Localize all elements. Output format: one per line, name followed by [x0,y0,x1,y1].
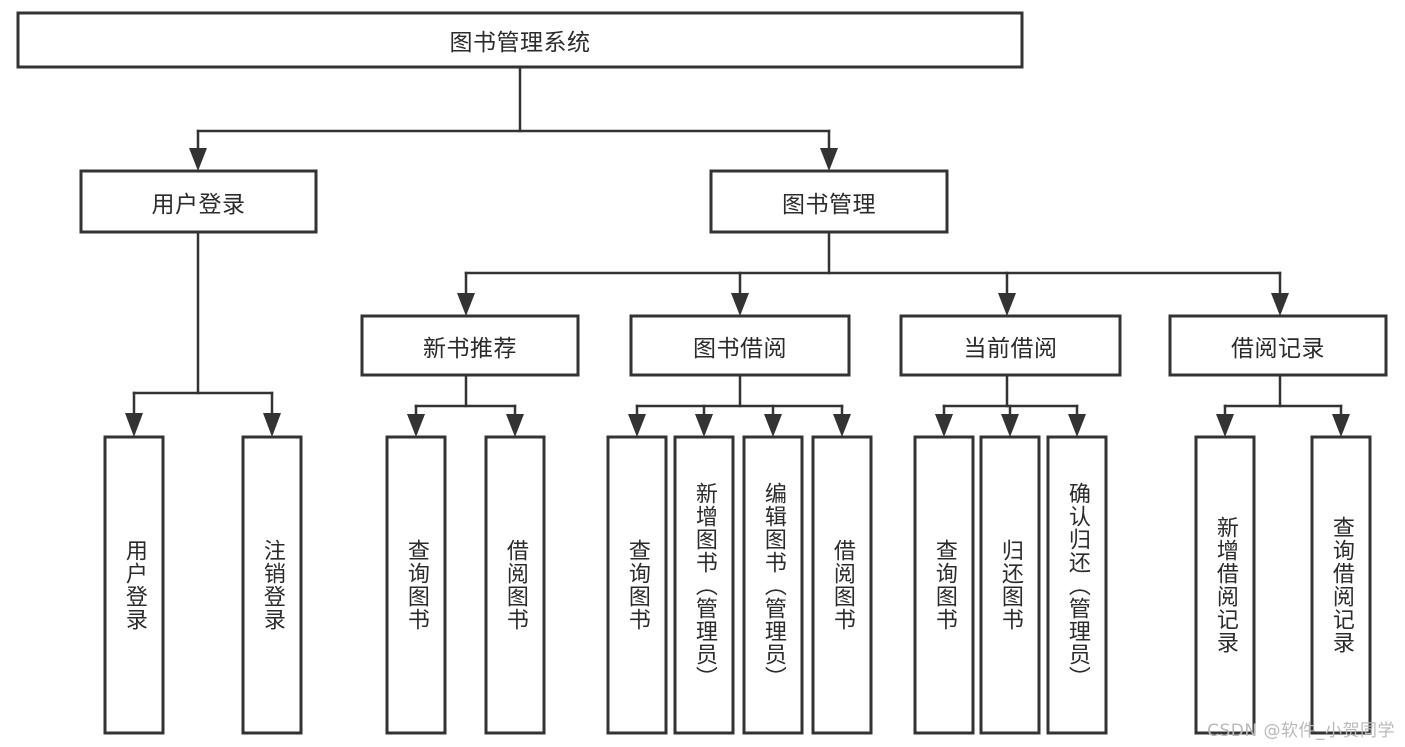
arrowhead-leaf-borrow-book [833,414,851,437]
arrowhead-leaf-add-borrow-record [1216,414,1234,437]
node-box-leaf-user-login[interactable] [103,435,165,735]
arrowhead-leaf-return-book [1001,414,1019,437]
node-box-root[interactable] [16,11,1024,69]
arrowhead-current-borrow [998,293,1016,316]
node-box-leaf-return-book[interactable] [979,435,1041,735]
node-box-leaf-logout-login[interactable] [241,435,303,735]
node-box-leaf-add-borrow-record[interactable] [1194,435,1256,735]
node-box-book-management[interactable] [709,169,949,234]
arrowhead-leaf-logout-login [263,413,281,437]
arrowhead-book-borrow [731,293,749,316]
csdn-watermark: CSDN @软件_小贺同学 [1207,721,1395,741]
node-box-leaf-query-book-current[interactable] [913,435,975,735]
node-box-leaf-query-book-recommend[interactable] [385,435,447,735]
arrowhead-leaf-borrow-book-recommend [506,414,524,437]
connector-group-user-login [125,230,281,437]
connector-group-new-book-recommend [407,373,524,437]
node-box-leaf-add-book-admin[interactable] [673,435,735,735]
arrowhead-user-login [189,148,207,171]
node-box-leaf-borrow-book[interactable] [811,435,873,735]
arrowhead-leaf-edit-book-admin [764,414,782,437]
node-box-user-login[interactable] [79,169,318,234]
arrowhead-leaf-query-book-borrow [628,414,646,437]
arrowhead-leaf-query-book-recommend [407,414,425,437]
arrowhead-leaf-query-book-current [935,414,953,437]
connector-group-current-borrow [935,373,1086,437]
arrowhead-leaf-user-login [125,413,143,437]
node-box-leaf-confirm-return-admin[interactable] [1046,435,1108,735]
arrowhead-leaf-add-book-admin [695,414,713,437]
arrowhead-book-management [820,148,838,171]
node-box-leaf-borrow-book-recommend[interactable] [484,435,546,735]
node-box-leaf-query-borrow-record[interactable] [1310,435,1372,735]
connector-group-book-borrow [628,373,851,437]
node-box-leaf-query-book-borrow[interactable] [606,435,668,735]
node-box-current-borrow[interactable] [899,314,1122,377]
arrowhead-new-book-recommend [457,293,475,316]
connector-group-root [189,65,838,171]
node-box-book-borrow[interactable] [629,314,851,377]
arrowhead-leaf-query-borrow-record [1332,414,1350,437]
connector-group-borrow-record [1216,373,1350,437]
node-box-new-book-recommend[interactable] [360,314,580,377]
node-box-leaf-edit-book-admin[interactable] [742,435,804,735]
node-box-borrow-record[interactable] [1168,314,1388,377]
arrowhead-borrow-record [1271,293,1289,316]
arrowhead-leaf-confirm-return-admin [1068,414,1086,437]
connector-group-book-management [457,230,1289,316]
